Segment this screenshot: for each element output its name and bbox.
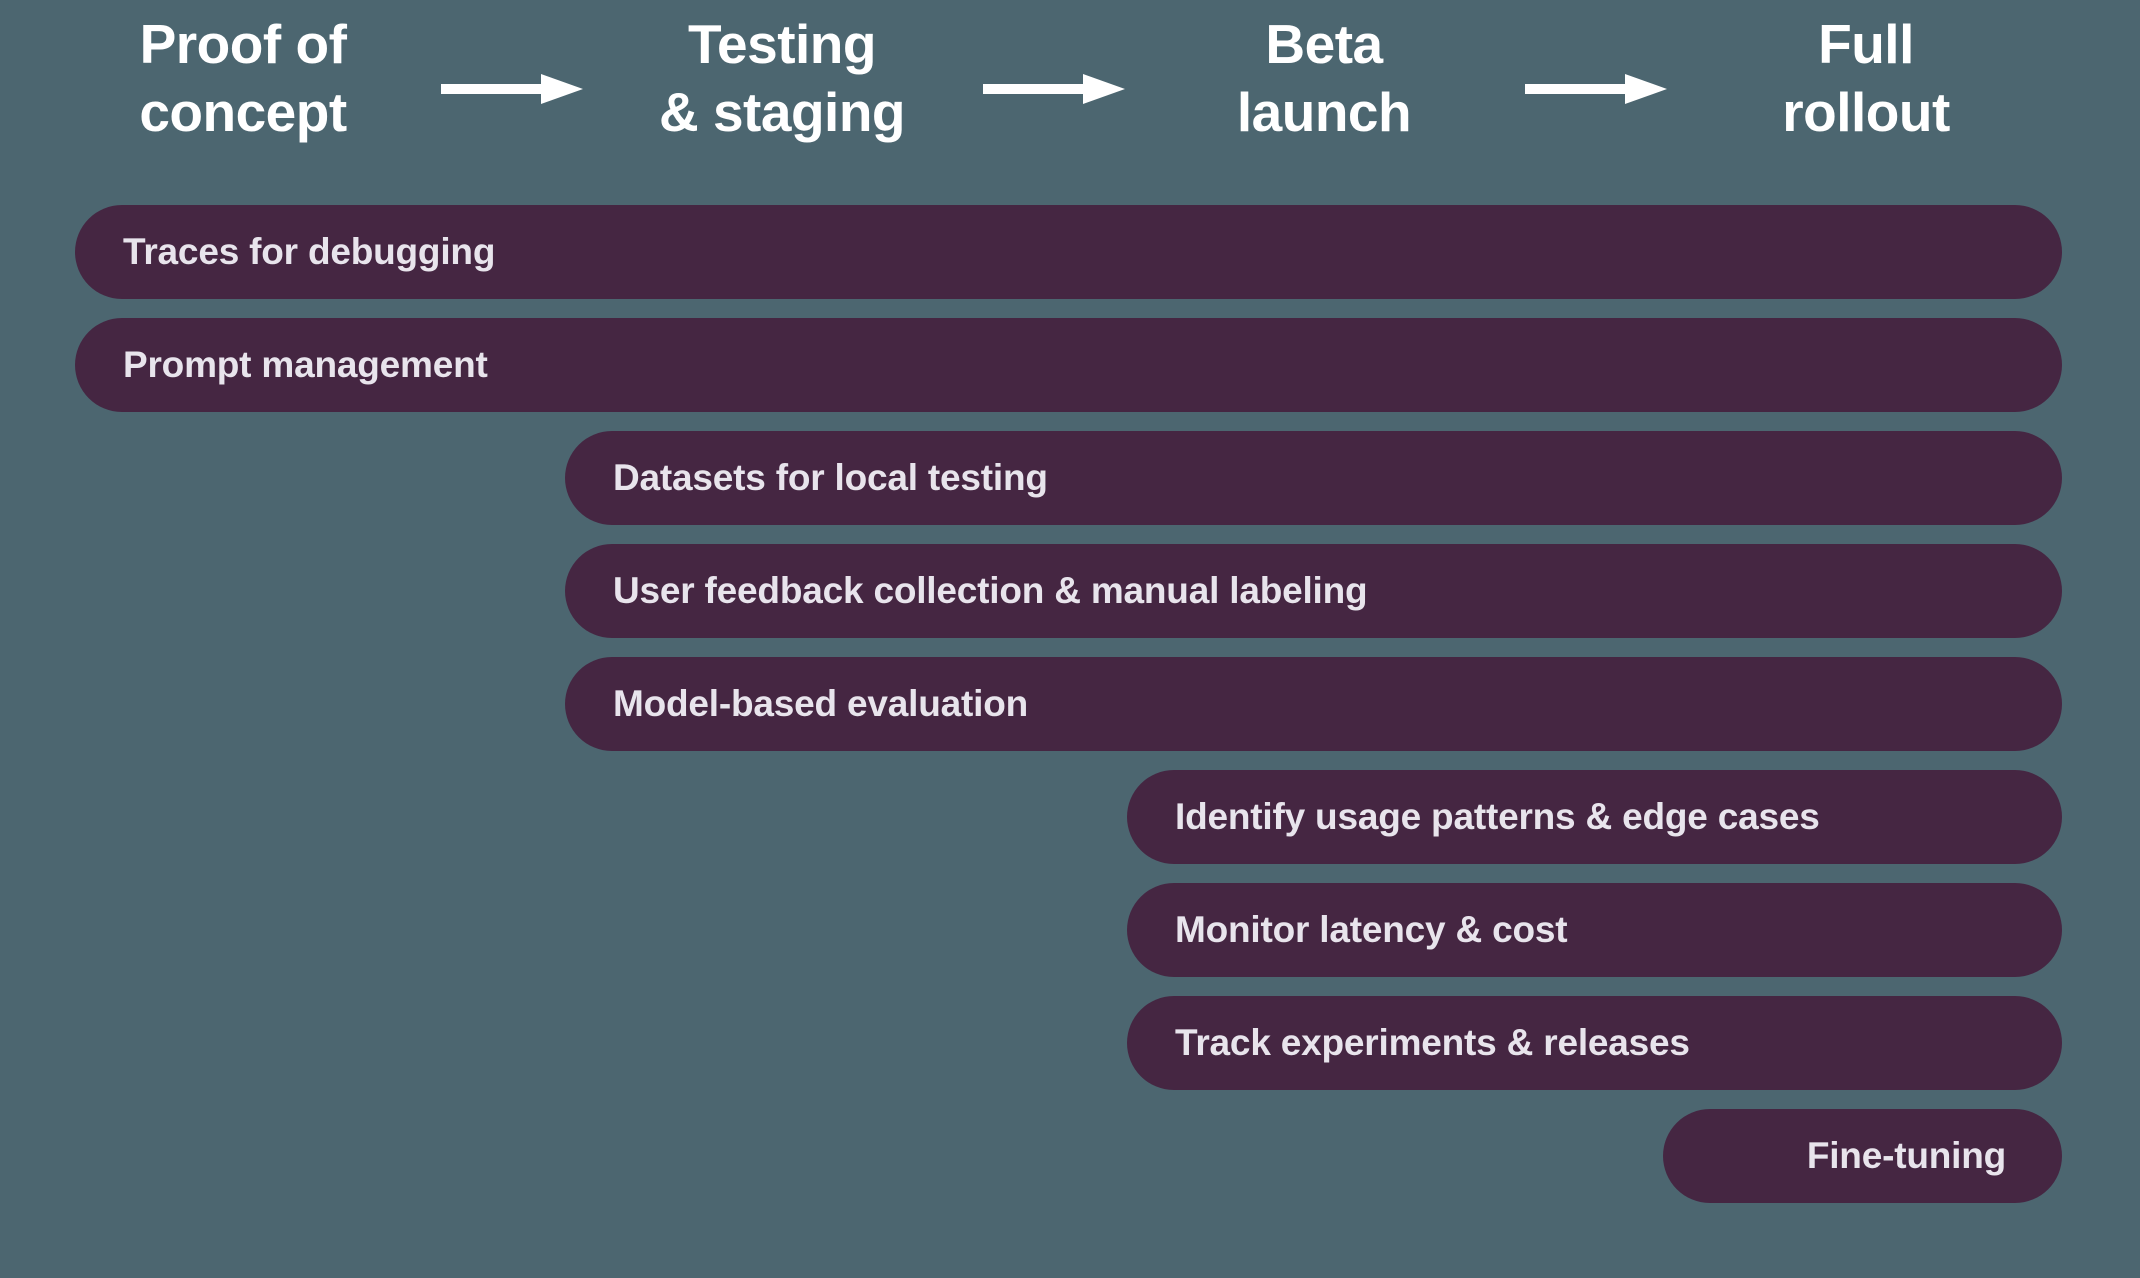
capability-bar[interactable]: Fine-tuning bbox=[1663, 1109, 2062, 1203]
capability-bar[interactable]: Track experiments & releases bbox=[1127, 996, 2062, 1090]
capability-bar[interactable]: Prompt management bbox=[75, 318, 2062, 412]
capability-bar[interactable]: Monitor latency & cost bbox=[1127, 883, 2062, 977]
arrow-right-icon bbox=[441, 74, 583, 104]
capability-bar-label: Datasets for local testing bbox=[613, 457, 1048, 498]
arrow-right-icon bbox=[983, 74, 1125, 104]
capability-bar-label: Monitor latency & cost bbox=[1175, 909, 1568, 950]
capability-bar-label: Traces for debugging bbox=[123, 231, 496, 272]
capability-bar[interactable]: Datasets for local testing bbox=[565, 431, 2062, 525]
capability-bar[interactable]: Model-based evaluation bbox=[565, 657, 2062, 751]
stage-label-0: Proof of concept bbox=[139, 13, 347, 143]
stage-label-3: Full rollout bbox=[1782, 13, 1950, 143]
stage-label-1: Testing & staging bbox=[658, 13, 906, 143]
capability-bar-label: Track experiments & releases bbox=[1175, 1022, 1690, 1063]
capability-bar[interactable]: Traces for debugging bbox=[75, 205, 2062, 299]
arrow-right-icon bbox=[1525, 74, 1667, 104]
capability-bar-label: Model-based evaluation bbox=[613, 683, 1029, 724]
capability-bar-label: User feedback collection & manual labeli… bbox=[613, 570, 1368, 611]
capability-bar[interactable]: User feedback collection & manual labeli… bbox=[565, 544, 2062, 638]
capability-bar-label: Fine-tuning bbox=[1806, 1135, 2006, 1176]
stage-label-2: Beta launch bbox=[1236, 13, 1412, 143]
stage-header: Proof of concept Testing & staging Beta la… bbox=[0, 0, 2140, 152]
capability-bar[interactable]: Identify usage patterns & edge cases bbox=[1127, 770, 2062, 864]
capability-bar-label: Identify usage patterns & edge cases bbox=[1175, 796, 1820, 837]
capability-bar-label: Prompt management bbox=[123, 344, 488, 385]
